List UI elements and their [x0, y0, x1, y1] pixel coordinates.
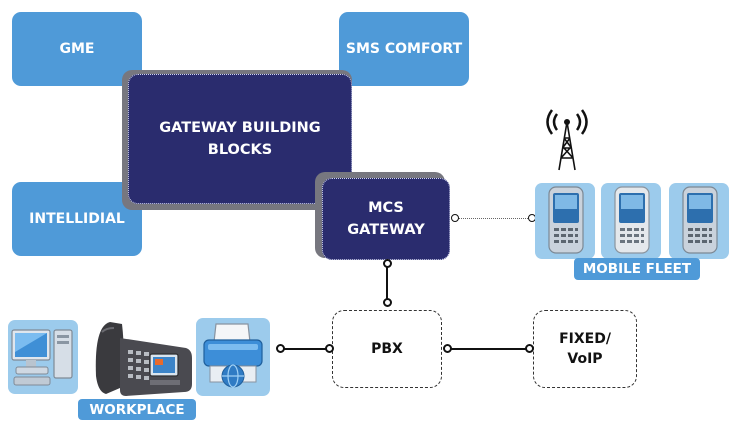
fixed-left-port	[525, 344, 534, 353]
mobile-fleet-label: MOBILE FLEET	[574, 258, 700, 280]
mcs-mobile-connector	[458, 218, 530, 219]
pda-phone-icon	[548, 186, 584, 254]
printer-icon	[203, 323, 263, 388]
workplace-label: WORKPLACE	[78, 399, 196, 420]
gme-box: GME	[12, 12, 142, 86]
radio-tower-icon	[546, 109, 588, 171]
pbx-left-port	[325, 344, 334, 353]
gateway-building-blocks-line-2: BLOCKS	[207, 142, 273, 158]
workplace-pbx-connector	[282, 348, 328, 350]
workplace-right-port	[276, 344, 285, 353]
pbx-label: PBX	[371, 341, 403, 357]
desktop-computer-icon	[11, 329, 73, 386]
gme-label: GME	[59, 41, 95, 57]
pda-phone-icon	[614, 186, 650, 254]
gateway-building-blocks-line-1: GATEWAY BUILDING	[159, 120, 321, 136]
pda-phone-icon	[682, 186, 718, 254]
fixed-voip-line-1: FIXED/	[559, 331, 611, 347]
fixed-voip-box: FIXED/ VoIP	[533, 310, 637, 388]
pbx-fixed-connector	[449, 348, 527, 350]
gateway-building-blocks-box: GATEWAY BUILDING BLOCKS	[128, 74, 352, 204]
intellidial-box: INTELLIDIAL	[12, 182, 142, 256]
mcs-right-port	[451, 214, 459, 222]
mcs-gateway-line-1: MCS	[368, 200, 404, 216]
sms-comfort-box: SMS COMFORT	[339, 12, 469, 86]
pbx-right-port	[443, 344, 452, 353]
mcs-bottom-port	[383, 259, 392, 268]
mcs-pbx-connector	[386, 264, 388, 304]
pbx-box: PBX	[332, 310, 442, 388]
desk-phone-icon	[95, 322, 192, 396]
fixed-voip-line-2: VoIP	[567, 351, 603, 367]
mcs-gateway-box: MCS GATEWAY	[322, 178, 450, 260]
pbx-top-port	[383, 298, 392, 307]
sms-comfort-label: SMS COMFORT	[345, 41, 463, 57]
mcs-gateway-line-2: GATEWAY	[347, 222, 425, 238]
intellidial-label: INTELLIDIAL	[29, 211, 125, 227]
